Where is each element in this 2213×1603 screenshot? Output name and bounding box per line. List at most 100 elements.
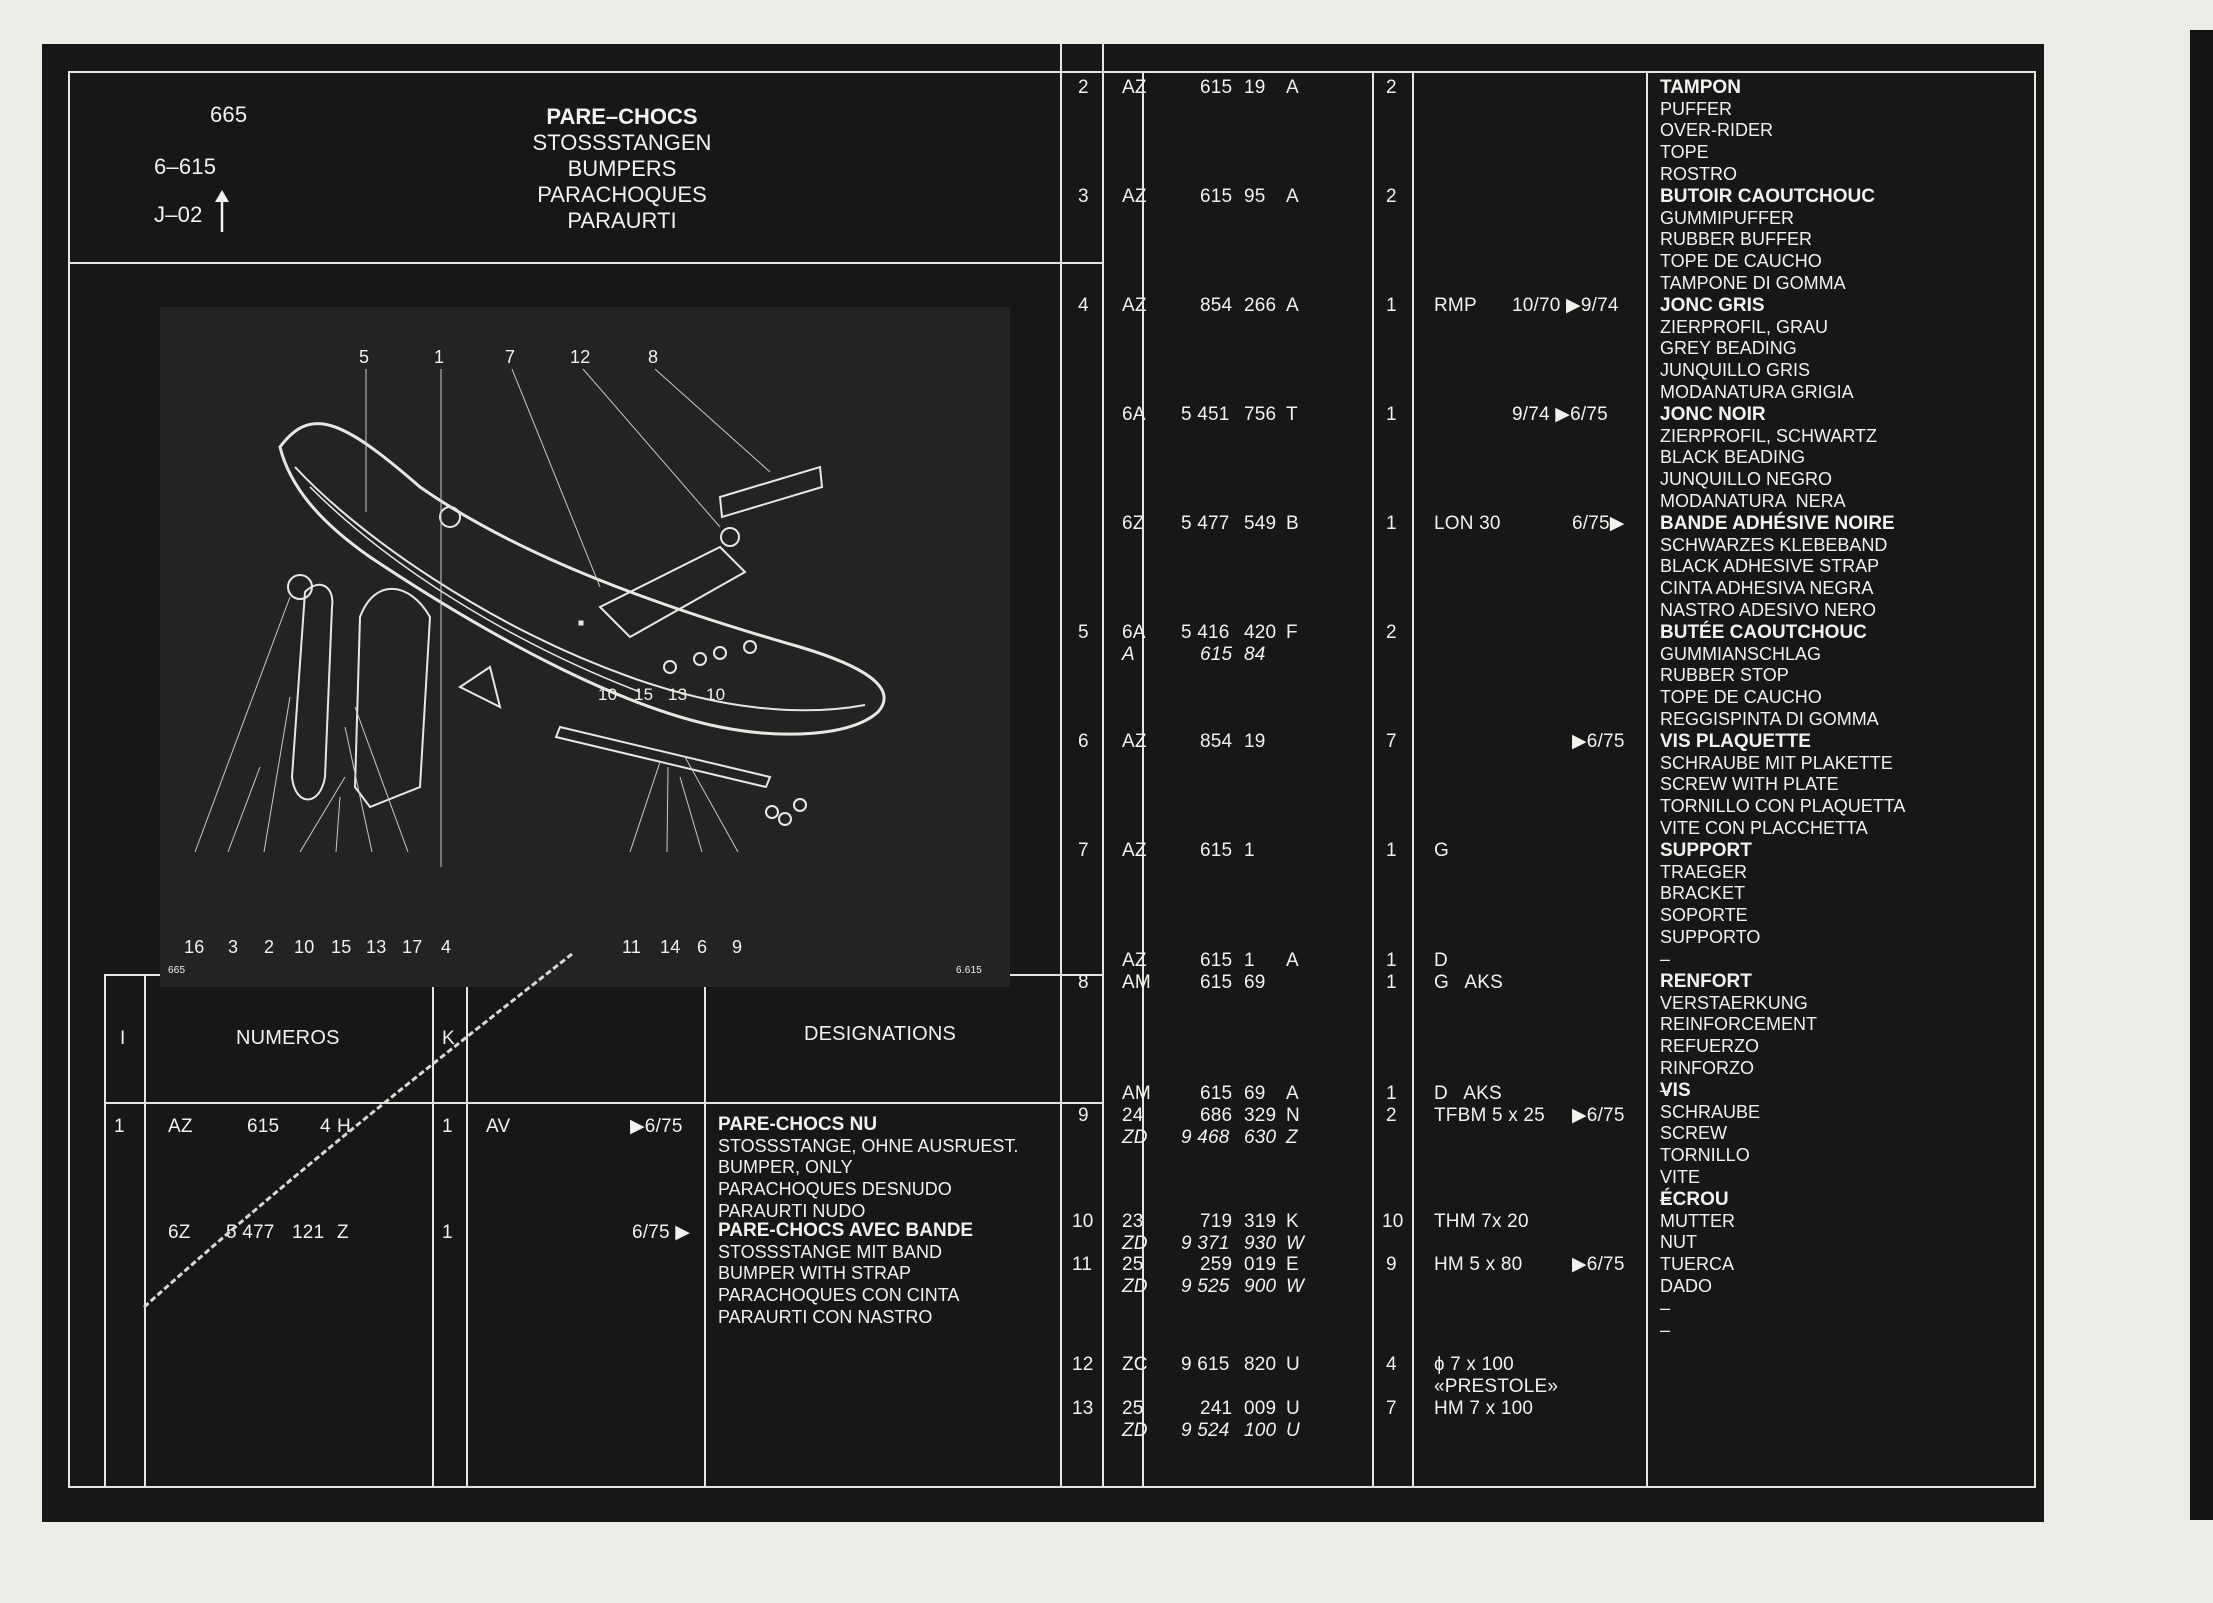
drawing-ref-left: 665 — [168, 965, 186, 976]
row-quantity: 1 — [442, 1222, 453, 1243]
part-suffix: A — [1286, 186, 1299, 207]
row-quantity: 2 — [1386, 622, 1397, 643]
bumper-illustration — [194, 368, 886, 867]
part-number: 615 — [1200, 972, 1233, 993]
film-scratch — [140, 952, 573, 1311]
designation-title: TAMPON — [1660, 77, 1741, 98]
row-date: 6/75▶ — [1572, 513, 1625, 534]
part-number: 615 — [1200, 1083, 1233, 1104]
designation-translation: MODANATURA NERA — [1660, 490, 1846, 511]
callout-6: 6 — [697, 937, 708, 957]
part-suffix: K — [1286, 1211, 1299, 1232]
designation-translation: ROSTRO — [1660, 163, 1738, 184]
part-suffix: H — [337, 1116, 351, 1137]
row-designation: PARE-CHOCS AVEC BANDE STOSSSTANGE MIT BA… — [718, 1220, 973, 1329]
callout-mid-13: 13 — [668, 685, 688, 704]
part-prefix: A — [1122, 644, 1135, 665]
row-observation: G — [1434, 840, 1449, 861]
row-date: 9/74 ▶6/75 — [1512, 404, 1608, 425]
part-number: 615 — [1200, 644, 1233, 665]
part-number-2: 19 — [1244, 731, 1266, 752]
part-suffix: F — [1286, 622, 1298, 643]
part-suffix: U — [1286, 1354, 1300, 1375]
part-number: 854 — [1200, 731, 1233, 752]
designation-title: ÉCROU — [1660, 1189, 1729, 1210]
designation-de: STOSSSTANGE, OHNE AUSRUEST. — [718, 1135, 1019, 1156]
row-quantity: 1 — [1386, 972, 1397, 993]
callout-mid-10: 10 — [598, 685, 618, 704]
right-col-i — [1102, 44, 1104, 1488]
title-de: STOSSSTANGEN — [532, 130, 712, 155]
row-index: 9 — [1078, 1105, 1089, 1126]
part-number-2: 69 — [1244, 1083, 1266, 1104]
callout-17: 17 — [402, 937, 423, 957]
part-number: 615 — [247, 1116, 280, 1137]
row-index: 2 — [1078, 77, 1089, 98]
designation-title: BANDE ADHÉSIVE NOIRE — [1660, 513, 1895, 534]
part-prefix: 6Z — [168, 1222, 191, 1243]
arrow-up-icon — [215, 190, 229, 232]
right-col-desig — [1646, 71, 1648, 1488]
part-prefix: 6A — [1122, 404, 1146, 425]
row-date: 10/70 ▶9/74 — [1512, 295, 1619, 316]
part-number-2: 1 — [1244, 950, 1255, 971]
left-col-i — [104, 974, 106, 1488]
row-quantity: 1 — [1386, 950, 1397, 971]
title-en: BUMPERS — [567, 156, 677, 181]
row-observation: D AKS — [1434, 1083, 1502, 1104]
row-observation-2: «PRESTOLE» — [1434, 1376, 1559, 1397]
row-observation: G AKS — [1434, 972, 1503, 993]
designation-translation: SCREW WITH PLATE — [1660, 774, 1839, 795]
part-prefix: AZ — [168, 1116, 193, 1137]
designation-de: STOSSSTANGE MIT BAND — [718, 1241, 943, 1262]
designation-translation: SOPORTE — [1660, 905, 1748, 926]
row-quantity: 1 — [1386, 513, 1397, 534]
designation-translation: REFUERZO — [1660, 1036, 1759, 1057]
callout-13: 13 — [366, 937, 387, 957]
title-es: PARACHOQUES — [537, 182, 707, 207]
designation-translation: TOPE DE CAUCHO — [1660, 687, 1822, 708]
part-number-2: 319 — [1244, 1211, 1277, 1232]
part-number: 5 477 — [1181, 513, 1230, 534]
part-prefix: AM — [1122, 1083, 1151, 1104]
row-quantity: 9 — [1386, 1254, 1397, 1275]
callout-1: 1 — [434, 347, 445, 367]
designation-translation: NUT — [1660, 1232, 1697, 1253]
designation-it: PARAURTI CON NASTRO — [718, 1306, 933, 1327]
col-head-numeros: NUMEROS — [236, 1027, 340, 1049]
callout-14: 14 — [660, 937, 681, 957]
part-number-2: 266 — [1244, 295, 1277, 316]
row-observation: HM 5 x 80 — [1434, 1254, 1523, 1275]
part-number-2: 19 — [1244, 77, 1266, 98]
part-prefix: AZ — [1122, 186, 1147, 207]
title-fr: PARE–CHOCS — [546, 104, 698, 129]
film-edge — [2190, 30, 2213, 1520]
row-index: 8 — [1078, 972, 1089, 993]
part-prefix: AZ — [1122, 295, 1147, 316]
part-number: 686 — [1200, 1105, 1233, 1126]
part-number: 5 451 — [1181, 404, 1230, 425]
part-number: 9 524 — [1181, 1420, 1230, 1441]
part-suffix: A — [1286, 1083, 1299, 1104]
drawing-ref-right: 6.615 — [956, 965, 983, 976]
frame-right — [2034, 71, 2036, 1488]
part-number-2: 756 — [1244, 404, 1277, 425]
part-number: 241 — [1200, 1398, 1233, 1419]
designation-translation: NASTRO ADESIVO NERO — [1660, 599, 1877, 620]
frame-left — [68, 71, 70, 1488]
part-number: 5 477 — [226, 1222, 275, 1243]
row-index: 7 — [1078, 840, 1089, 861]
row-observation: RMP — [1434, 295, 1477, 316]
callout-9: 9 — [732, 937, 743, 957]
left-panel-border — [1060, 44, 1062, 1488]
part-suffix: A — [1286, 950, 1299, 971]
designation-es: PARACHOQUES CON CINTA — [718, 1285, 960, 1306]
designation-fr: PARE-CHOCS NU — [718, 1114, 878, 1135]
part-suffix: A — [1286, 295, 1299, 316]
designation-translation: TORNILLO CON PLAQUETTA — [1660, 796, 1906, 817]
designation-translation: MUTTER — [1660, 1210, 1735, 1231]
